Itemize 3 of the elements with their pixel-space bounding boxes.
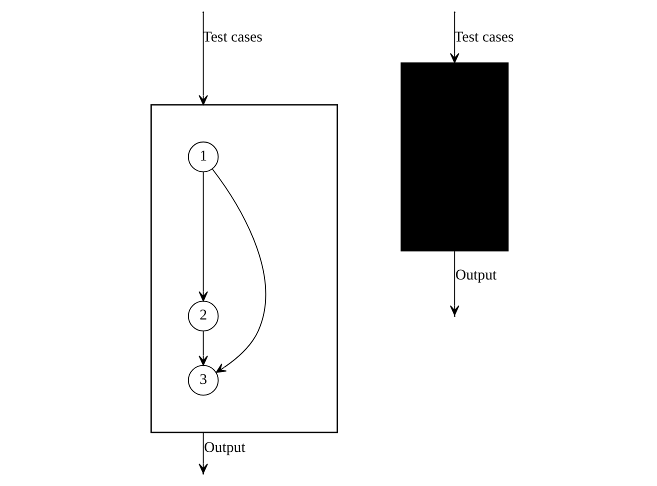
edge-label: Test cases (202, 29, 262, 46)
edge-label: Output (455, 268, 497, 284)
edge-label: Output (204, 440, 246, 456)
